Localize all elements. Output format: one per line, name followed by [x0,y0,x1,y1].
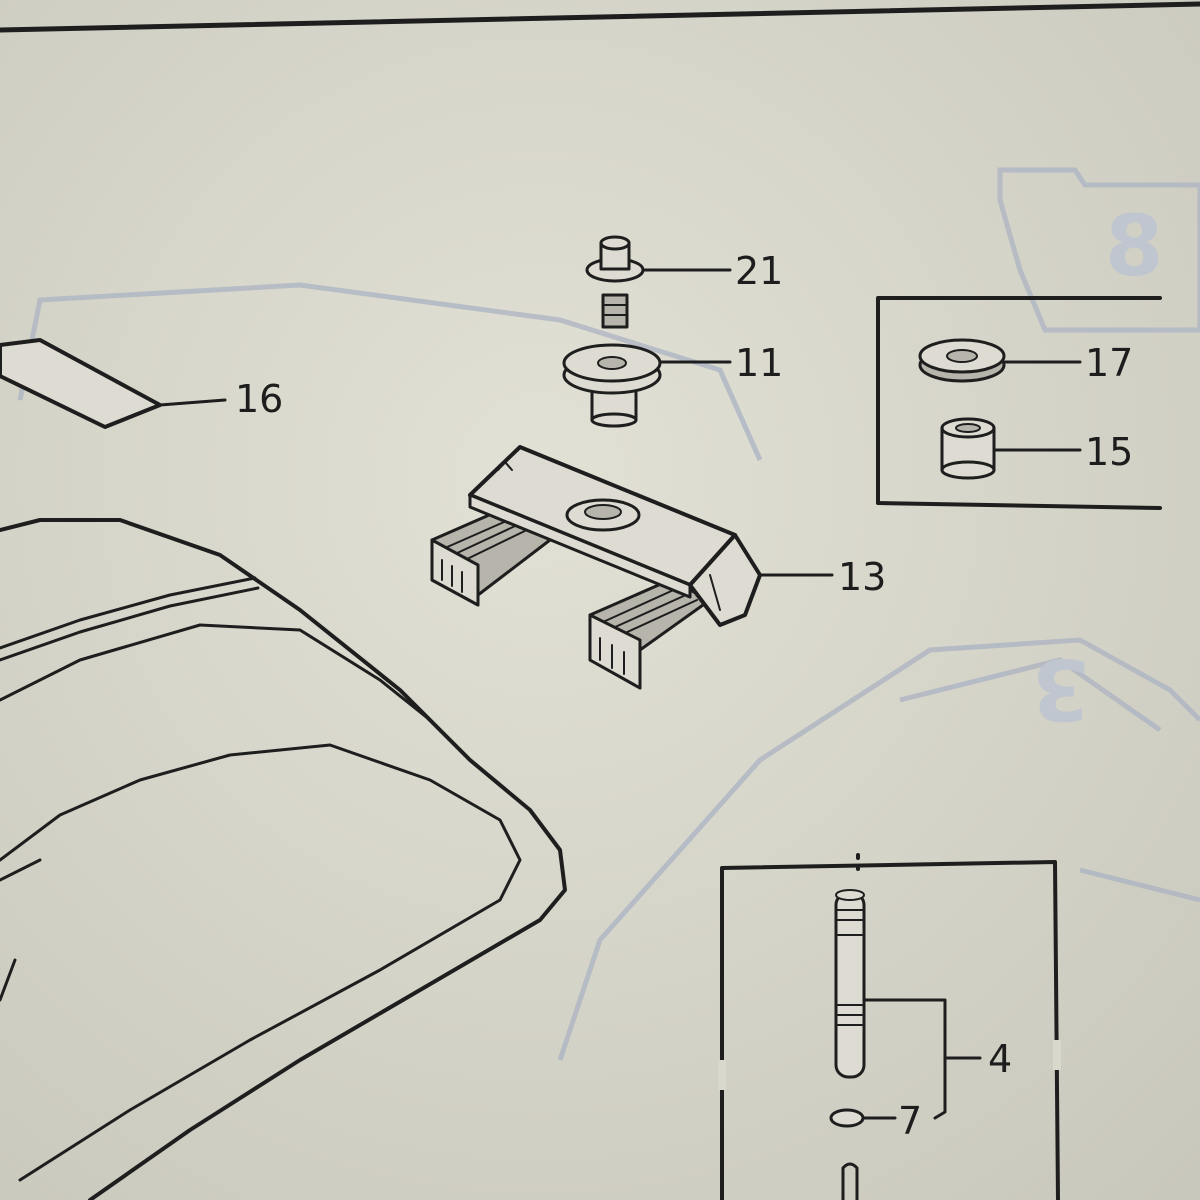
callout-13: 13 [838,555,886,599]
leader-4-bracket [862,998,947,1120]
leader-16 [158,398,227,407]
callout-15: 15 [1085,430,1133,474]
callout-4: 4 [988,1037,1012,1081]
part-16-strip [0,338,162,429]
bleed-through-shapes [17,167,1200,1061]
part-13-bracket [430,445,762,690]
callout-16: 16 [235,377,283,421]
inset-box-bottom [718,853,1061,1200]
bleed-digit-8: 8 [1105,197,1163,295]
callout-7: 7 [898,1099,922,1143]
inset-box-right [876,296,1162,510]
callout-11: 11 [735,341,783,385]
part-21-bolt [585,235,645,329]
top-border-line [0,1,1200,33]
seat-illustration [0,518,567,1200]
callout-17: 17 [1085,341,1133,385]
part-11-collar [562,343,662,428]
bleed-digit-3: 3 [1032,640,1090,738]
callout-21: 21 [735,249,783,293]
